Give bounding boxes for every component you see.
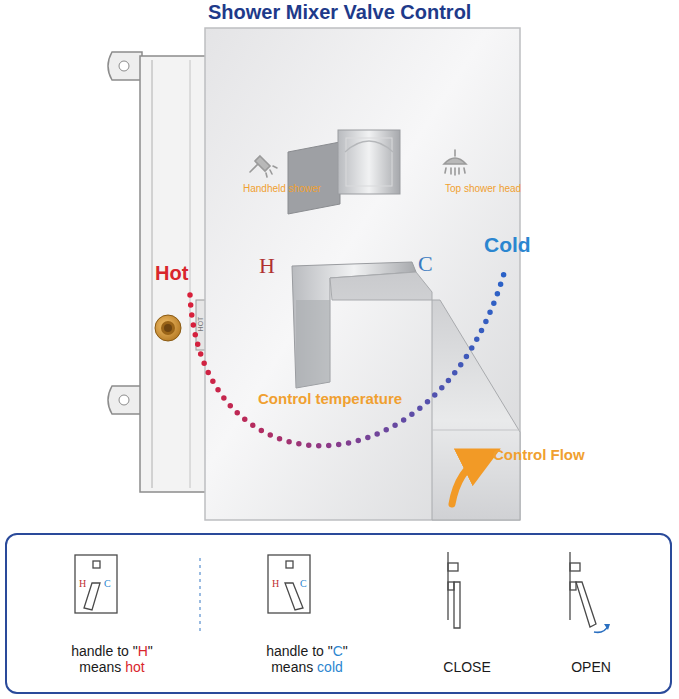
text-part: H bbox=[138, 643, 148, 659]
hot-label: Hot bbox=[155, 262, 188, 285]
hot-mark: H bbox=[272, 578, 279, 590]
cold-mark: C bbox=[104, 578, 111, 590]
caption-text: CLOSE bbox=[417, 659, 517, 675]
text-part: hot bbox=[125, 659, 144, 675]
caption-text: handle to "H" means hot bbox=[52, 643, 172, 675]
cold-label: Cold bbox=[484, 233, 531, 257]
text-part: handle to " bbox=[266, 643, 332, 659]
text-part: cold bbox=[317, 659, 343, 675]
part-label: Top shower head bbox=[445, 183, 521, 195]
function-label: Control Flow bbox=[493, 446, 585, 463]
cold-mark: C bbox=[300, 578, 307, 590]
hot-mark: H bbox=[79, 578, 86, 590]
caption-text: handle to "C" means cold bbox=[245, 643, 369, 675]
part-label: Handheld shower bbox=[243, 183, 321, 195]
hot-mark: H bbox=[259, 253, 275, 278]
inlet-mark: HOT bbox=[197, 317, 205, 332]
legend-panel: handle to "H" means hot handle to "C" mea… bbox=[5, 533, 672, 694]
text-part: handle to " bbox=[71, 643, 137, 659]
text-part: C bbox=[333, 643, 343, 659]
cold-mark: C bbox=[418, 251, 433, 276]
function-label: Control temperature bbox=[258, 390, 402, 407]
caption-text: OPEN bbox=[541, 659, 641, 675]
diagram-title: Shower Mixer Valve Control bbox=[208, 1, 471, 24]
